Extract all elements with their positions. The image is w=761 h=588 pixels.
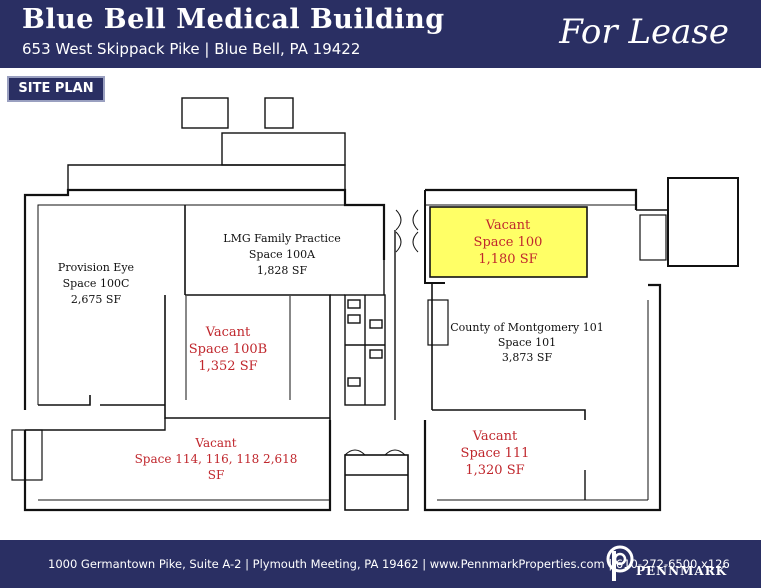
building-title: Blue Bell Medical Building — [22, 4, 445, 35]
space-111-sf: 1,320 SF — [465, 463, 524, 478]
provision-eye-name: Provision Eye — [58, 261, 134, 274]
county-name: County of Montgomery 101 — [450, 321, 604, 334]
footer-contact: 1000 Germantown Pike, Suite A-2 | Plymou… — [48, 557, 730, 571]
roof-structure — [221, 132, 346, 166]
pennmark-brand: PENNMARK — [636, 564, 728, 578]
stairwell-bottom-left — [11, 429, 43, 481]
header-banner: Blue Bell Medical Building 653 West Skip… — [0, 0, 761, 68]
space-111-status: Vacant — [472, 429, 518, 444]
stairwell-annex — [639, 214, 667, 261]
space-114-status: Vacant — [194, 436, 236, 450]
space-100-status: Vacant — [485, 218, 531, 233]
right-building-outer-wall — [425, 188, 638, 210]
stair-structure-right — [264, 97, 294, 129]
space-100-highlight — [429, 206, 588, 278]
upper-wall — [67, 164, 346, 200]
for-lease-label: For Lease — [559, 12, 729, 52]
right-annex — [667, 177, 739, 267]
site-plan-tab: SITE PLAN — [7, 76, 105, 102]
pennmark-logo-icon — [606, 545, 634, 581]
space-100b-status: Vacant — [205, 325, 251, 340]
lower-left-outer-wall — [23, 420, 332, 512]
space-114-sf: SF — [208, 468, 225, 482]
stair-structure-left — [181, 97, 229, 129]
footer-banner: 1000 Germantown Pike, Suite A-2 | Plymou… — [0, 540, 761, 588]
space-100b-name: Space 100B — [189, 342, 267, 357]
space-100-name: Space 100 — [474, 235, 543, 250]
space-111-name: Space 111 — [461, 446, 530, 461]
lmg-name: LMG Family Practice — [223, 232, 340, 245]
provision-eye-sf: 2,675 SF — [71, 293, 122, 306]
lmg-sf: 1,828 SF — [257, 264, 308, 277]
county-sf: 3,873 SF — [502, 351, 553, 364]
provision-eye-space: Space 100C — [63, 277, 130, 290]
lmg-space: Space 100A — [249, 248, 316, 261]
county-space: Space 101 — [498, 336, 556, 349]
space-100b-sf: 1,352 SF — [198, 359, 257, 374]
space-100-sf: 1,180 SF — [478, 252, 537, 267]
space-114-name: Space 114, 116, 118 2,618 — [135, 452, 298, 466]
stairwell-right — [427, 299, 449, 346]
floor-plan: Provision Eye Space 100C 2,675 SF LMG Fa… — [11, 97, 739, 512]
building-address: 653 West Skippack Pike | Blue Bell, PA 1… — [22, 40, 361, 58]
